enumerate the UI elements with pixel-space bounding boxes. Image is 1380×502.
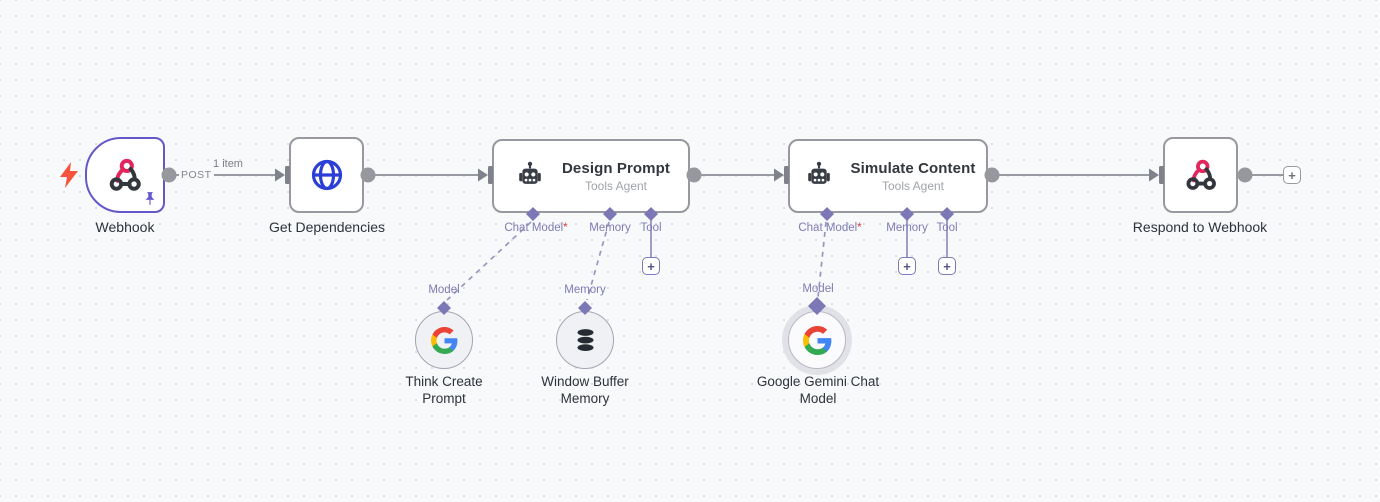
connection-simulatecontent-geminichatmodel[interactable] — [817, 221, 827, 298]
pinned-data-icon — [145, 192, 155, 205]
port-simulate-content-tool[interactable] — [940, 207, 954, 221]
simulate-content-memory-label: Memory — [886, 222, 928, 234]
node-design-prompt[interactable]: Design Prompt Tools Agent — [492, 139, 690, 213]
globe-icon — [311, 159, 342, 191]
node-think-create-prompt[interactable] — [415, 311, 473, 369]
robot-agent-icon — [519, 161, 541, 184]
robot-agent-icon — [807, 161, 830, 184]
output-port-get-dependencies[interactable] — [360, 167, 376, 183]
simulate-content-subtitle: Tools Agent — [881, 178, 945, 193]
webhook-icon — [1186, 159, 1216, 190]
add-tool-button-simulate-content[interactable]: + — [938, 257, 956, 275]
node-google-gemini-chat-model[interactable] — [788, 311, 846, 369]
google-icon — [802, 325, 831, 355]
trigger-bolt-icon — [60, 162, 78, 188]
get-dependencies-node-label: Get Dependencies — [269, 219, 385, 235]
google-gemini-chat-model-port-label: Model — [802, 283, 834, 295]
node-window-buffer-memory[interactable] — [556, 311, 614, 369]
window-buffer-memory-label: Window Buffer Memory — [541, 374, 629, 406]
design-prompt-subtitle: Tools Agent — [584, 178, 648, 193]
simulate-content-title: Simulate Content — [850, 159, 976, 177]
output-port-design-prompt[interactable] — [686, 167, 702, 183]
port-simulate-content-memory[interactable] — [900, 207, 914, 221]
port-google-gemini-chat-model[interactable] — [808, 297, 826, 315]
add-node-button[interactable]: + — [1283, 166, 1301, 184]
node-get-dependencies[interactable] — [289, 137, 364, 213]
design-prompt-tool-label: Tool — [640, 222, 662, 234]
port-window-buffer-memory[interactable] — [578, 301, 592, 315]
node-webhook[interactable] — [85, 137, 165, 213]
database-icon — [576, 328, 594, 351]
add-tool-button-design-prompt[interactable]: + — [642, 257, 660, 275]
port-design-prompt-chat-model[interactable] — [526, 207, 540, 221]
design-prompt-memory-label: Memory — [589, 222, 631, 234]
webhook-method-label: POST — [179, 169, 214, 181]
google-gemini-chat-model-label: Google Gemini Chat Model — [756, 374, 880, 406]
design-prompt-chat-model-label: Chat Model* — [504, 222, 568, 234]
webhook-icon — [109, 158, 141, 191]
simulate-content-chat-model-label: Chat Model* — [798, 222, 862, 234]
port-think-create-prompt-model[interactable] — [437, 301, 451, 315]
required-marker: * — [857, 222, 862, 234]
webhook-node-label: Webhook — [95, 219, 155, 235]
connection-designprompt-windowbuffermemory[interactable] — [586, 221, 610, 301]
google-icon — [430, 326, 457, 354]
think-create-prompt-label: Think Create Prompt — [405, 374, 483, 406]
add-memory-button-simulate-content[interactable]: + — [898, 257, 916, 275]
port-design-prompt-tool[interactable] — [644, 207, 658, 221]
window-buffer-memory-port-label: Memory — [564, 284, 606, 296]
simulate-content-tool-label: Tool — [936, 222, 958, 234]
port-simulate-content-chat-model[interactable] — [820, 207, 834, 221]
node-simulate-content[interactable]: Simulate Content Tools Agent — [788, 139, 988, 213]
connection-items-label: 1 item — [213, 158, 243, 170]
output-port-simulate-content[interactable] — [984, 167, 1000, 183]
port-design-prompt-memory[interactable] — [603, 207, 617, 221]
respond-to-webhook-node-label: Respond to Webhook — [1132, 219, 1268, 235]
think-create-prompt-port-label: Model — [428, 284, 460, 296]
required-marker: * — [563, 222, 568, 234]
design-prompt-title: Design Prompt — [562, 159, 670, 177]
node-respond-to-webhook[interactable] — [1163, 137, 1238, 213]
output-port-respond-to-webhook[interactable] — [1237, 167, 1253, 183]
output-port-webhook[interactable] — [161, 167, 177, 183]
